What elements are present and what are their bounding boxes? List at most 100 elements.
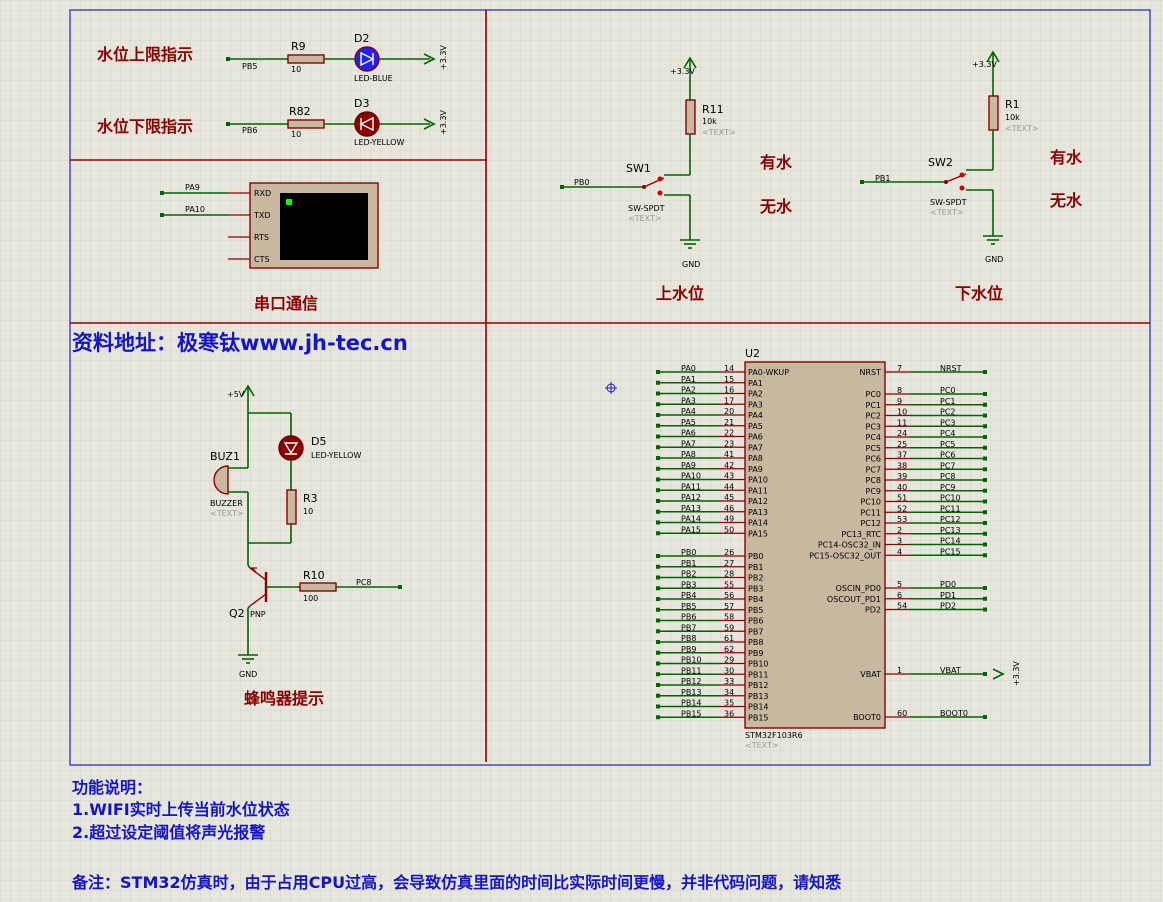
net-label-pa2: PA2 — [681, 386, 696, 395]
pin-label-pb14: PB14 — [748, 703, 769, 712]
net-label-pc7: PC7 — [940, 461, 956, 470]
notes-line2: 2.超过设定阈值将声光报警 — [72, 823, 265, 842]
pin-num-pa13: 46 — [724, 504, 734, 513]
pin-label-boot0: BOOT0 — [853, 713, 881, 722]
net-label-pc14: PC14 — [940, 537, 961, 546]
pin-label-pa13: PA13 — [748, 508, 768, 517]
led-d3 — [354, 111, 380, 137]
pin-num-pb13: 34 — [724, 688, 734, 697]
resistor-r10 — [299, 582, 337, 592]
terminal-pa15 — [656, 531, 660, 536]
net-pb5: PB5 — [242, 62, 257, 71]
net-label-pb14: PB14 — [681, 699, 702, 708]
pin-label-vbat: VBAT — [860, 670, 881, 679]
v33-vbat: +3.3V — [1012, 661, 1021, 686]
net-label-pb12: PB12 — [681, 677, 702, 686]
terminal-pc8 — [983, 478, 987, 482]
vbat-power-arrow — [992, 668, 1005, 680]
pin-label-pb11: PB11 — [748, 670, 769, 679]
pin-num-pa0: 14 — [724, 364, 734, 373]
pin-num-pc1: 9 — [897, 397, 902, 406]
terminal-pa2 — [656, 391, 660, 396]
pin-num-pd0: 5 — [897, 580, 902, 589]
q2-ref: Q2 — [229, 607, 245, 620]
net-label-pc6: PC6 — [940, 451, 956, 460]
pin-label-pa3: PA3 — [748, 400, 763, 409]
pin-num-pa11: 44 — [724, 482, 734, 491]
sw2-has-water: 有水 — [1050, 148, 1083, 167]
terminal-pa9 — [656, 466, 660, 471]
resistor-r82 — [287, 119, 325, 129]
pin-num-pc14: 3 — [897, 537, 902, 546]
pin-num-pc4: 24 — [897, 429, 907, 438]
pin-num-pb5: 57 — [724, 602, 734, 611]
terminal-pc11 — [983, 510, 987, 515]
terminal-pc9 — [983, 488, 987, 493]
net-label-pc4: PC4 — [940, 429, 956, 438]
net-pc8: PC8 — [356, 578, 372, 587]
upper-level-circuit: +3.3V R11 10k <TEXT> PB0 SW1 SW-SPDT <TE… — [560, 56, 793, 303]
resistor-r9 — [287, 54, 325, 64]
pin-label-pa4: PA4 — [748, 411, 763, 420]
pin-label-pc4: PC4 — [866, 433, 882, 442]
net-label-pa4: PA4 — [681, 407, 696, 416]
pin-label-pb0: PB0 — [748, 552, 763, 561]
buzzer-buz1 — [213, 465, 229, 495]
resistor-r11 — [685, 99, 696, 135]
net-label-pc11: PC11 — [940, 504, 961, 513]
net-label-nrst: NRST — [940, 364, 962, 373]
terminal-pb11 — [656, 672, 660, 677]
r82-ref: R82 — [289, 105, 311, 118]
pin-label-pd1: OSCOUT_PD1 — [827, 595, 881, 604]
pin-num-pb6: 58 — [724, 613, 734, 622]
pin-label-pa1: PA1 — [748, 379, 763, 388]
pin-label-pa2: PA2 — [748, 390, 763, 399]
net-label-pa12: PA12 — [681, 493, 701, 502]
terminal-pa1 — [656, 380, 660, 385]
net-label-pc8: PC8 — [940, 472, 956, 481]
net-label-pa10: PA10 — [681, 472, 701, 481]
net-label-pb4: PB4 — [681, 591, 696, 600]
net-label-pb15: PB15 — [681, 709, 702, 718]
r11-text: <TEXT> — [702, 128, 736, 137]
terminal-pb12 — [656, 683, 660, 687]
pin-num-pb10: 29 — [724, 656, 734, 665]
pin-label-pa9: PA9 — [748, 465, 763, 474]
pin-label-pa12: PA12 — [748, 497, 768, 506]
terminal-pb15 — [656, 715, 660, 720]
sw1-no-water: 无水 — [759, 197, 793, 216]
terminal-pa13 — [656, 509, 660, 514]
upper-level-label: 上水位 — [656, 284, 704, 303]
terminal-pa8 — [656, 456, 660, 460]
net-label-pd2: PD2 — [940, 602, 956, 611]
v33-sw2: +3.3V — [972, 60, 997, 69]
terminal-pb9 — [656, 650, 660, 655]
pin-label-pc9: PC9 — [866, 487, 882, 496]
pin-label-pa8: PA8 — [748, 454, 763, 463]
terminal-pd2 — [983, 607, 987, 612]
serial-label: 串口通信 — [254, 294, 318, 313]
pin-label-pc11: PC11 — [860, 508, 881, 517]
r3-ref: R3 — [303, 492, 318, 505]
net-pb0: PB0 — [574, 178, 589, 187]
net-label-pc0: PC0 — [940, 386, 956, 395]
pin-num-pa12: 45 — [724, 493, 734, 502]
pin-label-nrst: NRST — [859, 368, 881, 377]
led-d2 — [354, 46, 380, 72]
terminal-pb10 — [656, 661, 660, 666]
resource-link[interactable]: 资料地址：极寒钛www.jh-tec.cn — [72, 331, 408, 355]
terminal-pb0 — [656, 554, 660, 558]
pin-num-pb2: 28 — [724, 570, 734, 579]
pin-num-pb8: 61 — [724, 634, 734, 643]
r11-val: 10k — [702, 117, 717, 126]
terminal-pc5 — [983, 445, 987, 450]
terminal-pc7 — [983, 467, 987, 472]
uart-rxd: RXD — [254, 189, 271, 198]
u2-ref: U2 — [745, 347, 760, 360]
pin-label-pb9: PB9 — [748, 649, 763, 658]
terminal-pc1 — [983, 402, 987, 407]
terminal-pb7 — [656, 629, 660, 634]
buz1-val: BUZZER — [210, 499, 243, 508]
upper-indicator-label: 水位上限指示 — [97, 45, 193, 64]
pin-num-pb12: 33 — [724, 677, 734, 686]
